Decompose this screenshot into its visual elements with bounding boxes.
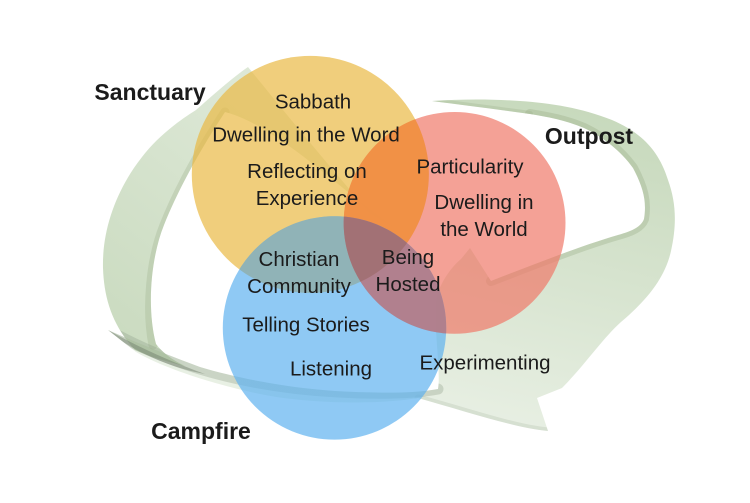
label-campfire: Campfire: [151, 418, 251, 444]
sanctuary-item-reflecting: Reflecting on Experience: [247, 160, 367, 210]
campfire-item-listening: Listening: [289, 357, 373, 381]
overlap-center: [343, 216, 407, 282]
cycle-arrow-left-icon: [102, 67, 392, 366]
arrow-shading-tail: [429, 98, 533, 117]
label-outpost: Outpost: [544, 123, 634, 149]
overlap-item-experimenting: Experimenting: [419, 351, 551, 375]
sanctuary-item-sabbath: Sabbath: [274, 90, 352, 114]
venn-circles: [191, 55, 566, 440]
overlap-item-being-hosted: Being Hosted: [375, 246, 441, 296]
campfire-item-telling-stories: Telling Stories: [242, 313, 370, 337]
sanctuary-item-dwelling-word: Dwelling in the Word: [212, 123, 400, 147]
campfire-item-christian-community: Christian Community: [247, 248, 351, 298]
outpost-item-dwelling-world: Dwelling in the World: [434, 191, 534, 241]
cycle-arrow-right-icon: [108, 99, 675, 431]
label-sanctuary: Sanctuary: [94, 79, 206, 105]
arrow-shading-bottom-band2: [414, 394, 552, 431]
outpost-item-particularity: Particularity: [416, 155, 524, 179]
